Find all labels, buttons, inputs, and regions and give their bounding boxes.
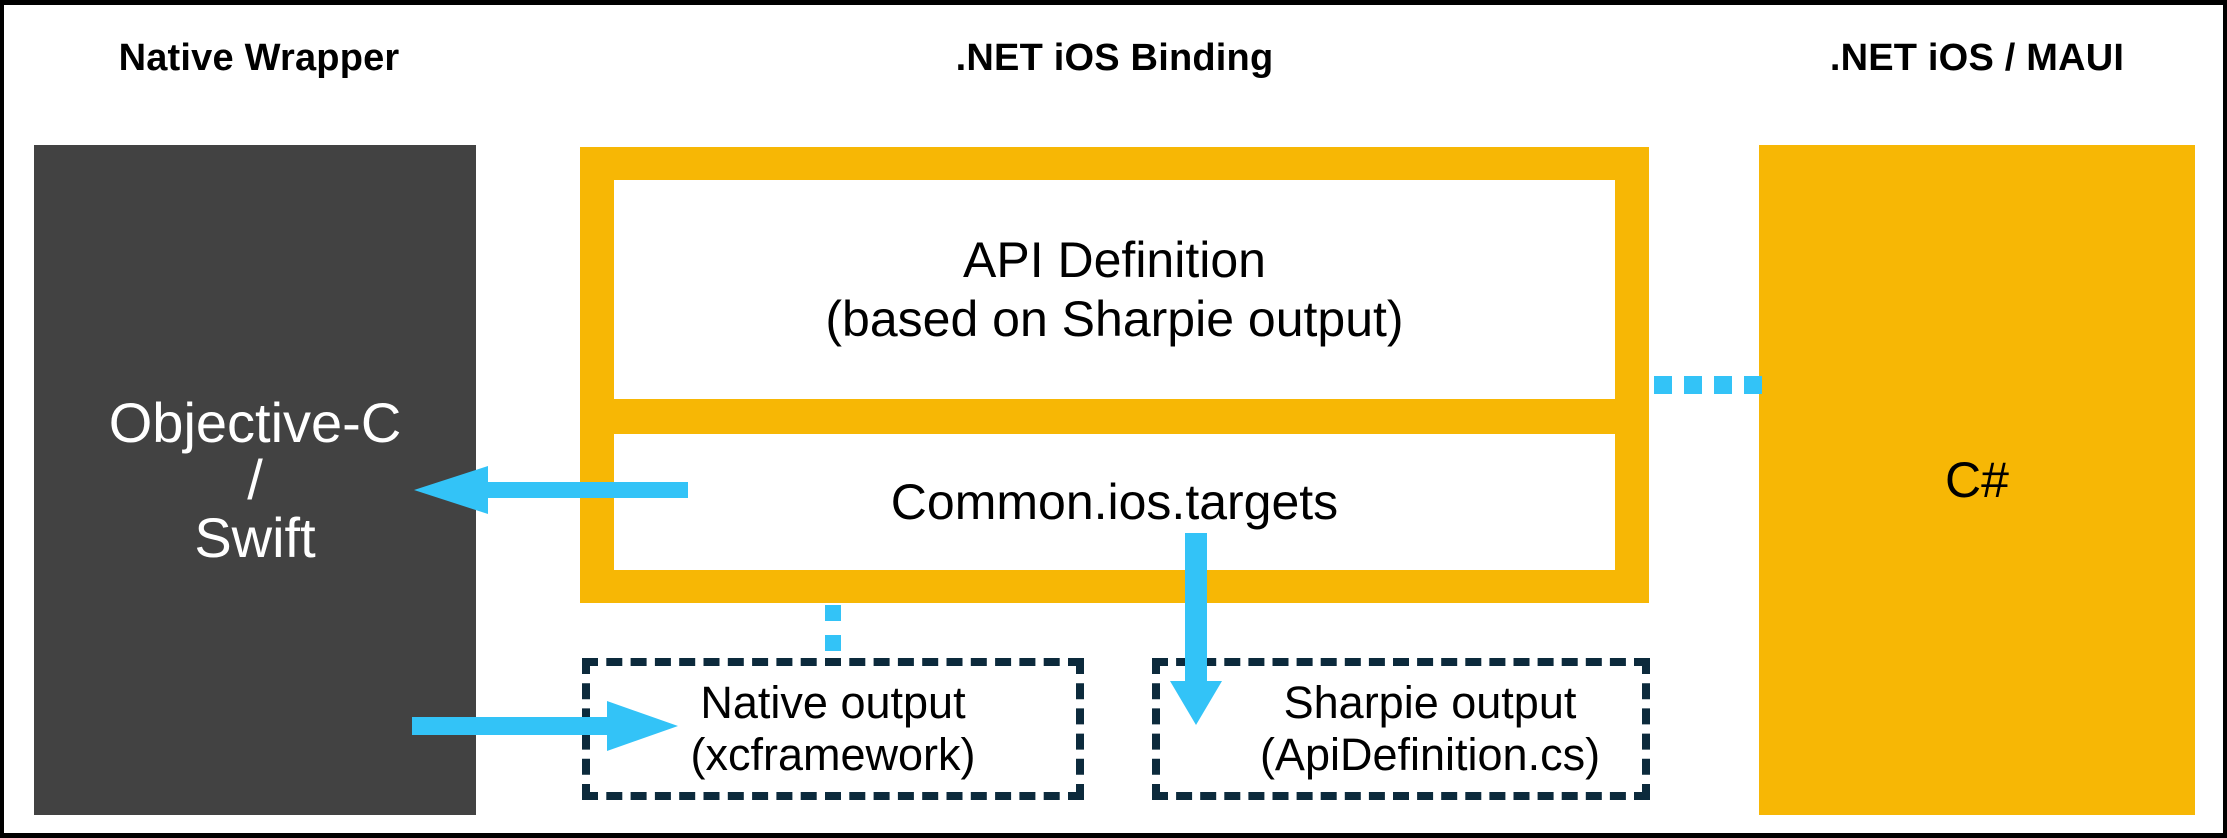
sharpie-output-line-1: Sharpie output bbox=[1283, 676, 1577, 728]
dotted-square bbox=[1684, 376, 1702, 394]
csharp-label: C# bbox=[1945, 452, 2009, 508]
sharpie-output-line-2: (ApiDefinition.cs) bbox=[1259, 729, 1601, 780]
common-ios-targets-label: Common.ios.targets bbox=[890, 473, 1339, 530]
native-output-line-1: Native output bbox=[700, 676, 966, 728]
binding-frame: API Definition (based on Sharpie output)… bbox=[580, 147, 1649, 603]
native-wrapper-line-3: Swift bbox=[194, 505, 316, 569]
native-output-box: Native output (xcframework) bbox=[582, 658, 1084, 800]
binding-to-csharp-dotted bbox=[1654, 376, 1762, 394]
api-definition-box: API Definition (based on Sharpie output) bbox=[614, 180, 1615, 399]
api-definition-label: API Definition (based on Sharpie output) bbox=[825, 231, 1403, 349]
native-wrapper-line-2: / bbox=[247, 448, 263, 512]
dotted-square bbox=[825, 635, 841, 651]
sharpie-output-box: Sharpie output (ApiDefinition.cs) bbox=[1152, 658, 1650, 800]
targets-to-sharpie-output-arrow bbox=[1170, 533, 1222, 725]
api-definition-line-1: API Definition bbox=[963, 231, 1266, 288]
native-output-label: Native output (xcframework) bbox=[690, 677, 975, 781]
dotted-square bbox=[1744, 376, 1762, 394]
dotted-square bbox=[1714, 376, 1732, 394]
csharp-box: C# bbox=[1759, 145, 2195, 815]
native-wrapper-label: Objective-C / Swift bbox=[109, 394, 402, 565]
dotted-square bbox=[825, 605, 841, 621]
native-wrapper-box: Objective-C / Swift bbox=[34, 145, 476, 815]
sharpie-output-label: Sharpie output (ApiDefinition.cs) bbox=[1202, 677, 1600, 781]
binding-to-native-output-dotted bbox=[825, 605, 841, 657]
column-title-dotnet-ios-binding: .NET iOS Binding bbox=[955, 37, 1274, 79]
native-output-line-2: (xcframework) bbox=[690, 729, 976, 780]
column-title-native-wrapper: Native Wrapper bbox=[118, 37, 400, 79]
binding-frame-divider bbox=[614, 399, 1615, 434]
api-definition-line-2: (based on Sharpie output) bbox=[825, 290, 1404, 347]
column-title-dotnet-ios-maui: .NET iOS / MAUI bbox=[1829, 37, 2125, 79]
native-to-native-output-arrow bbox=[412, 701, 678, 751]
dotted-square bbox=[1654, 376, 1672, 394]
native-wrapper-line-1: Objective-C bbox=[108, 391, 402, 455]
common-ios-targets-box: Common.ios.targets bbox=[614, 434, 1615, 570]
targets-to-native-arrow bbox=[414, 466, 688, 514]
